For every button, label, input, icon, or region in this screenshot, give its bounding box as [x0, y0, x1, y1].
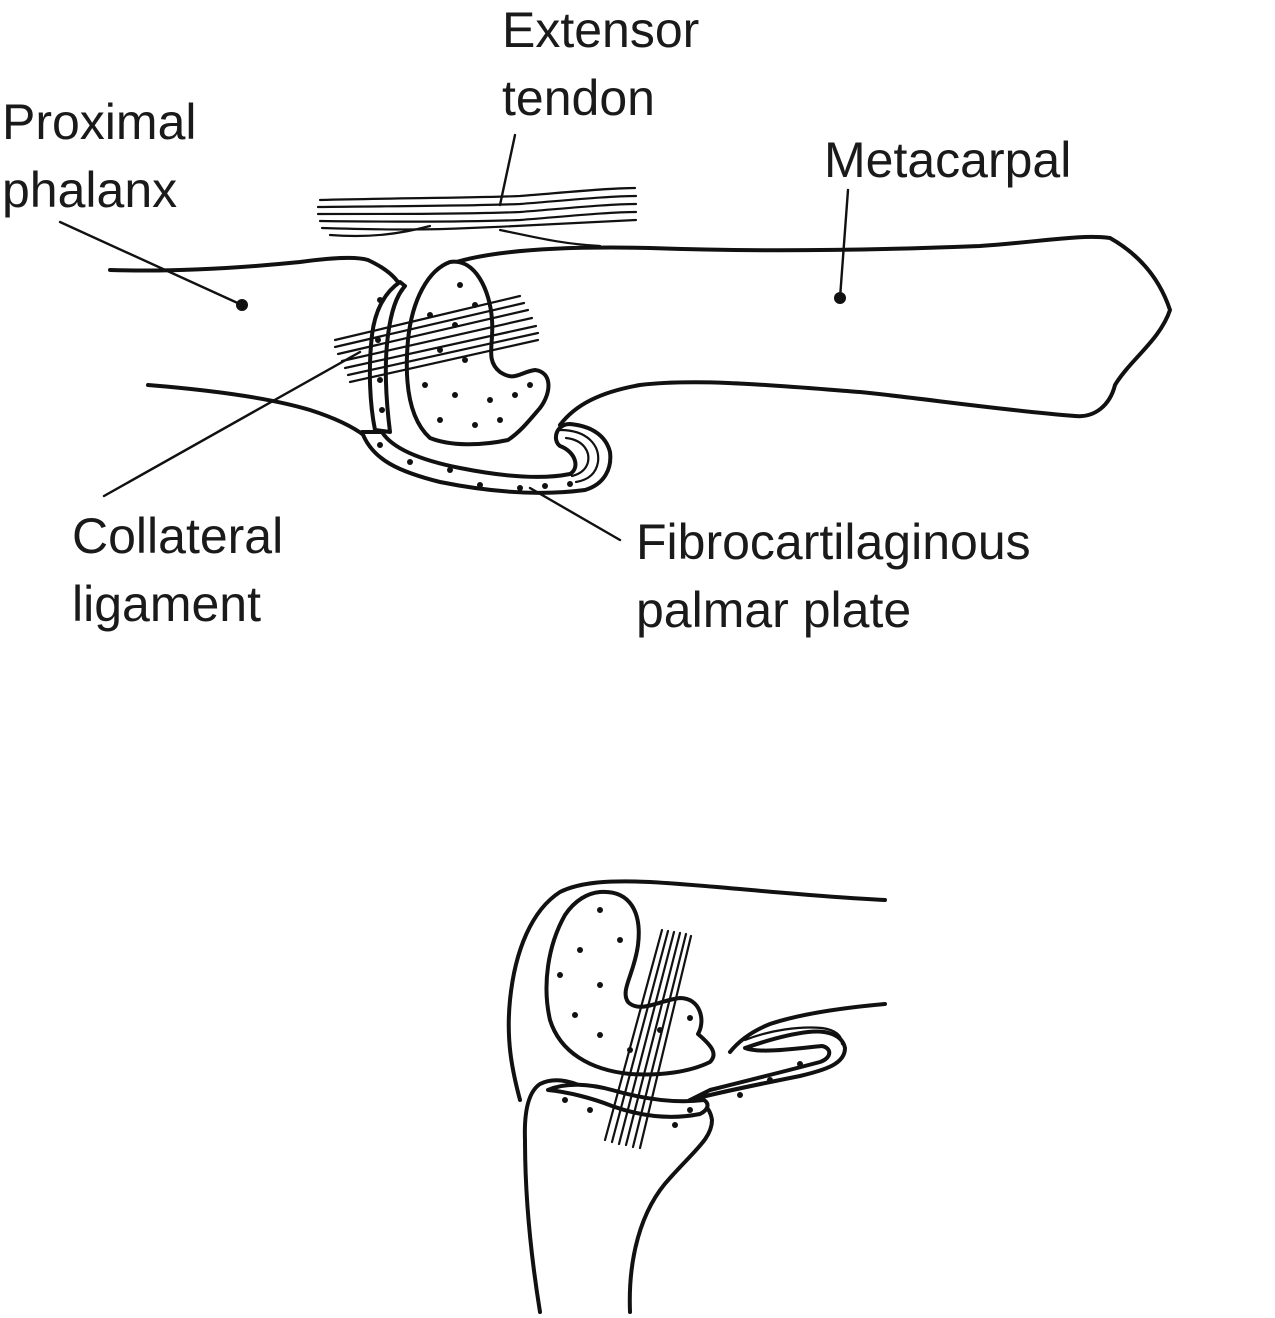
- label-proximal-phalanx-line-2: phalanx: [2, 162, 178, 218]
- flexed-collateral-ligament: [603, 928, 693, 1150]
- label-proximal-phalanx: Proximal phalanx: [2, 88, 196, 224]
- flexed-metacarpal-palmar: [728, 1002, 887, 1054]
- label-metacarpal-line-1: Metacarpal: [824, 132, 1072, 188]
- flexed-palmar-plate: [688, 1029, 847, 1102]
- flexed-view-figure: [506, 879, 887, 1314]
- label-palmar-plate: Fibrocartilaginous palmar plate: [636, 508, 1031, 644]
- leader-proximal-phalanx: [58, 220, 244, 307]
- label-collateral-ligament-line-2: ligament: [72, 576, 261, 632]
- leader-dot-proximal-phalanx: [236, 299, 248, 311]
- flexed-metacarpal-dorsal: [506, 879, 887, 1102]
- leader-collateral-ligament: [102, 350, 362, 498]
- label-proximal-phalanx-line-1: Proximal: [2, 94, 197, 150]
- label-extensor-tendon: Extensor tendon: [502, 0, 699, 132]
- label-collateral-ligament-line-1: Collateral: [72, 508, 284, 564]
- palmar-plate-inner-line-2: [564, 436, 590, 478]
- proximal-phalanx-lower-edge: [146, 383, 367, 438]
- flexed-palmar-plate-inner: [743, 1026, 844, 1046]
- flexed-metacarpal-cartilage: [544, 889, 716, 1077]
- extensor-tendon: [316, 186, 638, 248]
- leader-palmar-plate: [528, 486, 622, 542]
- palmar-plate-inner-line-1: [558, 428, 600, 484]
- label-palmar-plate-line-1: Fibrocartilaginous: [636, 514, 1031, 570]
- leader-metacarpal: [838, 188, 850, 300]
- proximal-phalanx-bone: [108, 255, 404, 292]
- flexed-phalanx-shaft: [522, 1078, 594, 1314]
- flexed-stipple-dots: [557, 907, 803, 1128]
- label-extensor-tendon-line-2: tendon: [502, 70, 655, 126]
- label-metacarpal: Metacarpal: [824, 126, 1071, 194]
- label-palmar-plate-line-2: palmar plate: [636, 582, 912, 638]
- stipple-dots: [375, 282, 573, 491]
- leader-dot-metacarpal: [834, 292, 846, 304]
- label-collateral-ligament: Collateral ligament: [72, 502, 283, 638]
- leader-extensor-tendon: [498, 133, 517, 207]
- phalanx-base-cartilage: [367, 280, 407, 434]
- collateral-ligament: [333, 294, 540, 384]
- label-extensor-tendon-line-1: Extensor: [502, 2, 700, 58]
- metacarpal-bone: [438, 234, 1172, 427]
- lateral-view-figure: [58, 133, 1172, 542]
- flexed-phalanx-cartilage: [546, 1082, 710, 1119]
- flexed-phalanx-shaft-right: [627, 1098, 714, 1314]
- palmar-plate: [360, 422, 613, 495]
